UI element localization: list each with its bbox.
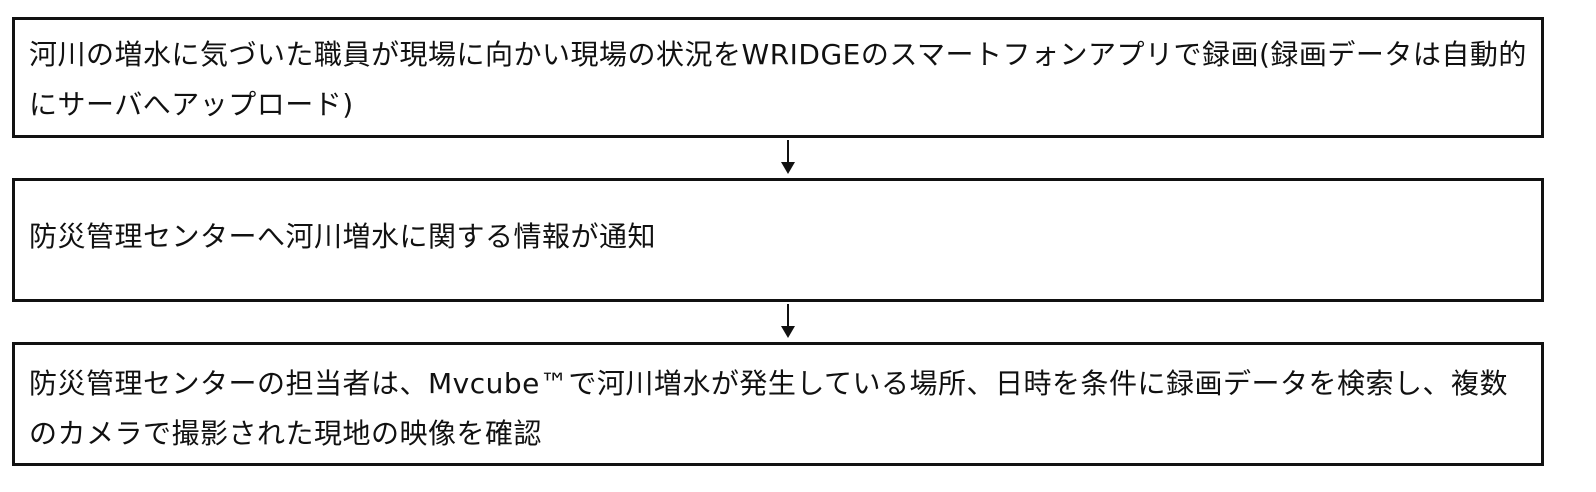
flow-step-1-text: 河川の増水に気づいた職員が現場に向かい現場の状況をWRIDGEのスマートフォンア… — [29, 38, 1527, 121]
flow-step-2: 防災管理センターへ河川増水に関する情報が通知 — [12, 178, 1544, 302]
flow-step-3-text: 防災管理センターの担当者は、Mvcube™で河川増水が発生している場所、日時を条… — [29, 367, 1509, 450]
flow-step-1: 河川の増水に気づいた職員が現場に向かい現場の状況をWRIDGEのスマートフォンア… — [12, 17, 1544, 138]
flow-step-3: 防災管理センターの担当者は、Mvcube™で河川増水が発生している場所、日時を条… — [12, 342, 1544, 466]
down-arrow-icon — [781, 304, 795, 338]
down-arrow-icon — [781, 140, 795, 174]
flow-step-2-text: 防災管理センターへ河川増水に関する情報が通知 — [29, 220, 657, 253]
